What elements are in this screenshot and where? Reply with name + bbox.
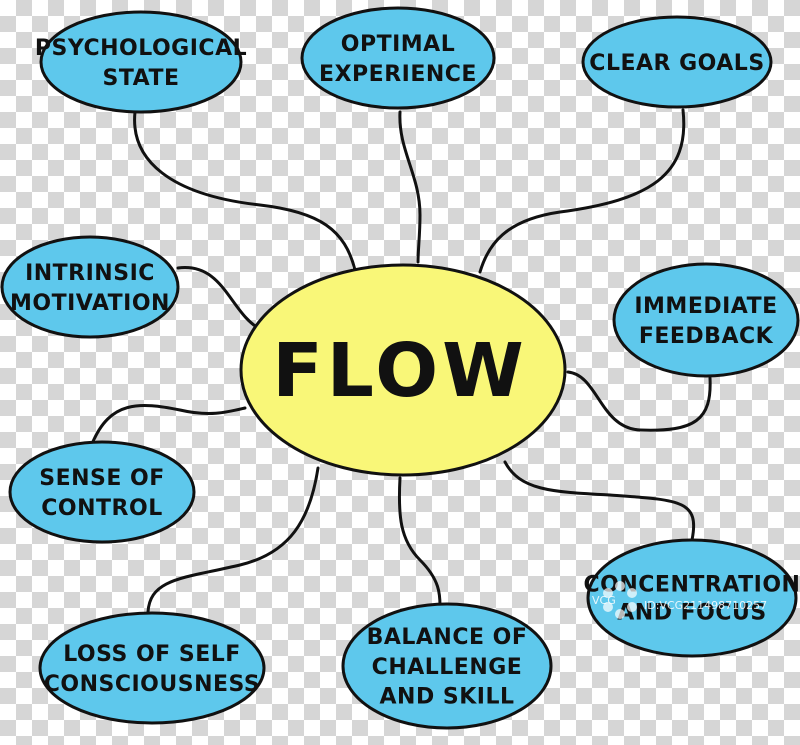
watermark-logo-icon [603, 602, 613, 612]
connector-intrinsic [176, 266, 264, 332]
node-optimal: OPTIMAL EXPERIENCE [300, 6, 496, 110]
node-label: CONTROL [41, 496, 162, 521]
node-label: FEEDBACK [639, 324, 774, 349]
node-label: PSYCHOLOGICAL [35, 36, 247, 61]
node-bubble [586, 538, 798, 658]
node-label: AND SKILL [380, 685, 515, 710]
watermark: VCG ID:VCG211498710257 [592, 581, 767, 619]
node-label: AND FOCUS [617, 601, 766, 626]
node-loss: LOSS OF SELF CONSCIOUSNESS [38, 611, 266, 725]
node-label: CLEAR GOALS [589, 51, 764, 76]
node-label: STATE [103, 66, 180, 91]
node-label: OPTIMAL [341, 32, 455, 57]
connector-loss [146, 466, 320, 614]
node-immediate: IMMEDIATE FEEDBACK [612, 262, 800, 378]
connector-optimal [398, 110, 422, 264]
node-label: CONSCIOUSNESS [44, 672, 261, 697]
connector-clear-goals [478, 108, 686, 274]
node-label: BALANCE OF [367, 625, 528, 650]
node-label: LOSS OF SELF [63, 642, 241, 667]
node-bubble [8, 440, 196, 544]
watermark-logo-icon [627, 602, 637, 612]
watermark-logo-icon [603, 588, 613, 598]
connector-balance [397, 476, 442, 608]
node-label: INTRINSIC [25, 261, 155, 286]
node-label: IMMEDIATE [634, 294, 777, 319]
node-label: CHALLENGE [372, 655, 523, 680]
connector-sense [90, 404, 247, 446]
node-bubble [341, 602, 553, 730]
connector-immediate [566, 370, 712, 432]
node-label: EXPERIENCE [319, 62, 477, 87]
connector-psychological [133, 110, 357, 272]
center-bubble [239, 263, 567, 477]
center-label: FLOW [272, 328, 528, 414]
node-clear-goals: CLEAR GOALS [581, 15, 773, 109]
node-bubble [39, 10, 243, 114]
node-bubble [581, 15, 773, 109]
node-bubble [0, 235, 180, 339]
node-bubble [38, 611, 266, 725]
connectors [90, 108, 712, 614]
watermark-id: ID:VCG211498710257 [644, 599, 767, 612]
node-label: SENSE OF [39, 466, 165, 491]
watermark-logo-icon [627, 588, 637, 598]
center-node: FLOW [239, 263, 567, 477]
watermark-logo-icon [615, 609, 625, 619]
node-bubble [300, 6, 496, 110]
watermark-logo: VCG [592, 594, 616, 607]
node-bubble [612, 262, 800, 378]
node-psychological: PSYCHOLOGICAL STATE [35, 10, 247, 114]
node-intrinsic: INTRINSIC MOTIVATION [0, 235, 180, 339]
node-label: MOTIVATION [10, 291, 170, 316]
connector-concentration [503, 460, 696, 542]
node-sense: SENSE OF CONTROL [8, 440, 196, 544]
node-balance: BALANCE OF CHALLENGE AND SKILL [341, 602, 553, 730]
watermark-logo-icon [615, 581, 625, 591]
